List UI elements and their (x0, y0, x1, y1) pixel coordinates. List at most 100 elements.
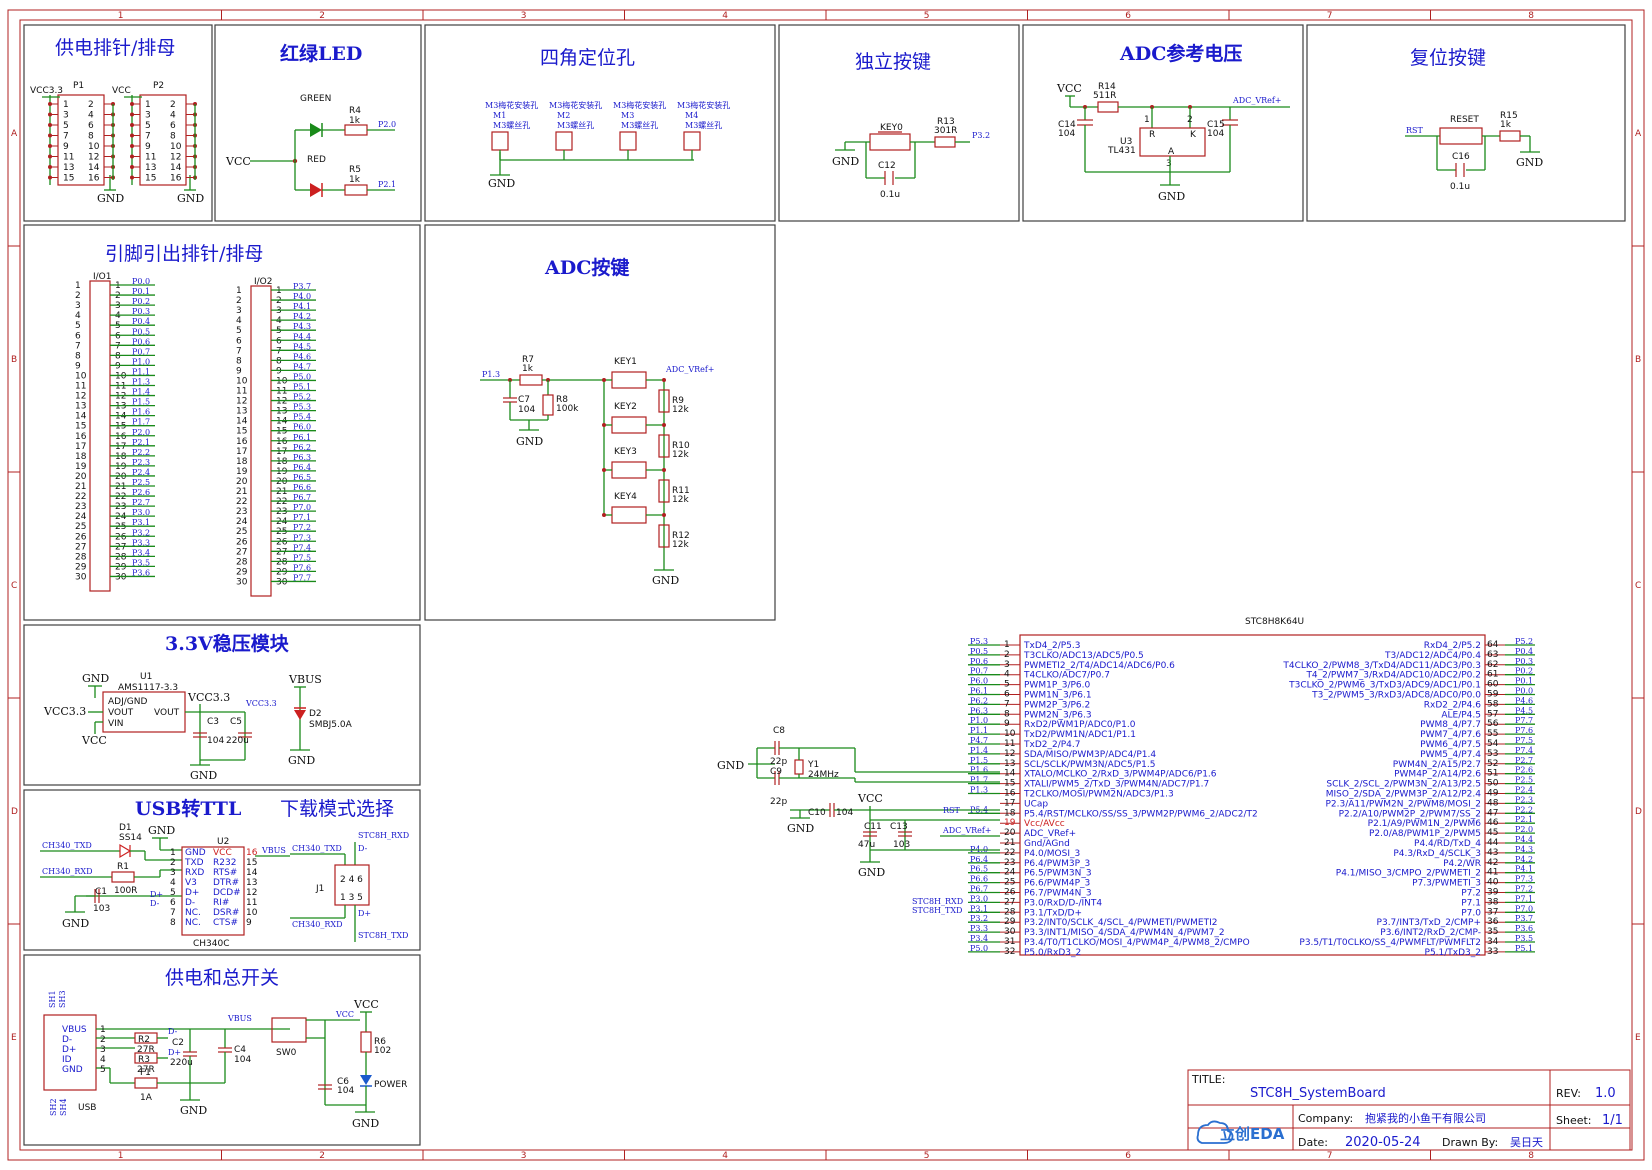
mcu-pin-label: P4.2/WR (1443, 859, 1481, 869)
adc-key-ref: KEY4 (614, 492, 637, 502)
ch340-pin-number: 7 (170, 908, 176, 918)
header-pin-number: 14 (170, 163, 182, 173)
pinout-net: P6.3 (293, 453, 311, 462)
y1-ref: Y1 (807, 760, 819, 770)
mcu-pin-number: 58 (1487, 699, 1499, 709)
net-p20: P2.0 (378, 120, 396, 129)
pinout-pin-number: 27 (75, 542, 86, 552)
ldo-vcc33: VCC3.3 (43, 705, 86, 718)
mcu-pin-number: 2 (1004, 650, 1010, 660)
ch340-pin-number: 13 (246, 878, 257, 888)
pinout-net: P2.5 (132, 478, 150, 487)
mcu-pin-number: 14 (1004, 769, 1016, 779)
c2-val: 220u (170, 1058, 193, 1068)
ch340-pin-number: 8 (170, 918, 176, 928)
pinout-net: P6.5 (293, 473, 311, 482)
u1-vin: VIN (108, 719, 124, 729)
mcu-pin-number: 51 (1487, 769, 1498, 779)
ldo-vcc: VCC (81, 734, 107, 747)
mcu-pin-number: 50 (1487, 779, 1499, 789)
block-holes (424, 24, 776, 222)
pinout-net: P6.2 (293, 443, 311, 452)
f1-ref: F1 (140, 1068, 151, 1078)
ch340-pin-label: NC. (185, 918, 201, 928)
mcu-pin-number: 10 (1004, 729, 1016, 739)
pinout-pin-number: 2 (75, 291, 81, 301)
pinout-net: P0.7 (132, 347, 150, 356)
pinout-net: P1.5 (132, 398, 150, 407)
mcu-pin-label: PWM4N_2/A15/P2.7 (1393, 760, 1481, 770)
pinout-net: P7.7 (293, 573, 311, 582)
pinout-pin-number: 7 (75, 341, 81, 351)
header-pin-number: 2 (88, 100, 94, 110)
mcu-name: STC8H8K64U (1245, 617, 1304, 627)
mcu-net-label: P6.6 (970, 875, 988, 884)
mcu-adc: ADC_VRef+ (942, 826, 992, 835)
ruler-row-right: A (1635, 129, 1642, 139)
mcu-pin-label: UCap (1024, 799, 1048, 809)
pinout-pin-number: 14 (75, 412, 87, 422)
power-gnd: GND (180, 1104, 207, 1117)
io1-ref: I/O1 (93, 272, 112, 282)
mcu-pin-label: TxD4_2/P5.3 (1023, 641, 1080, 651)
pinout-pin-number: 18 (75, 452, 87, 462)
pinout-pin-number: 20 (75, 472, 87, 482)
mcu-pin-number: 26 (1004, 888, 1016, 898)
mcu-pin-label: T4CLKO/ADC7/P0.7 (1023, 671, 1110, 681)
holes-gnd: GND (488, 177, 515, 190)
pinout-net: P7.2 (293, 523, 311, 532)
power-vcc: VCC (353, 998, 379, 1011)
tb-sheet: 1/1 (1602, 1113, 1623, 1128)
usb-pin-number: 5 (100, 1065, 106, 1075)
r13-val: 301R (934, 126, 957, 136)
adc-res-ref: R12 (672, 531, 690, 541)
mounting-hole-icon (619, 131, 637, 151)
mcu-pin-number: 34 (1487, 937, 1499, 947)
header-pin-number: 13 (145, 163, 156, 173)
usb-pin-label: D+ (62, 1045, 76, 1055)
mcu-net-label: P7.3 (1515, 875, 1533, 884)
mcu-pin-number: 3 (1004, 660, 1010, 670)
pinout-pin-number: 14 (236, 417, 248, 427)
mcu-pin-number: 48 (1487, 798, 1499, 808)
pinout-net: P4.3 (293, 322, 311, 331)
mcu-pin-label: TxD2_2/P4.7 (1023, 740, 1080, 750)
pinout-pin-number: 11 (75, 382, 86, 392)
ruler-col-top: 5 (924, 11, 930, 21)
pinout-pin-number: 27 (236, 547, 247, 557)
pinout-pin-number: 5 (276, 326, 282, 336)
c10-ref: C10 (808, 808, 826, 818)
header-pin-number: 13 (63, 163, 74, 173)
header-pin-number: 3 (145, 111, 151, 121)
mcu-gnd: GND (858, 866, 885, 879)
mcu-pin-number: 21 (1004, 838, 1015, 848)
mcu-pin-label: P3.0/RxD/D-/INT4 (1024, 898, 1102, 908)
pinout-pin-number: 11 (115, 382, 126, 392)
pinout-pin-number: 14 (115, 412, 127, 422)
pinout-net: P0.5 (132, 327, 150, 336)
net-p32: P3.2 (972, 131, 990, 140)
c8-val: 22p (770, 757, 787, 767)
tb-date: 2020-05-24 (1345, 1135, 1421, 1150)
mcu-pin-label: T3/ADC12/ADC4/P0.4 (1384, 651, 1481, 661)
ch340-pin-label: CTS# (213, 918, 238, 928)
header-pin-number: 15 (145, 174, 156, 184)
pinout-pin-number: 30 (276, 577, 288, 587)
pinout-pin-number: 6 (115, 331, 121, 341)
mcu-pin-number: 20 (1004, 828, 1016, 838)
pinout-net: P7.6 (293, 563, 311, 572)
ruler-col-bottom: 6 (1125, 1151, 1131, 1161)
usb-ttl-circuit: CH340_TXD D1 SS14 CH340_RXD R1 100R GND … (40, 823, 290, 949)
mcu-pin-label: SCLK_2/SCL_2/PWM3N_2/A13/P2.5 (1326, 780, 1481, 790)
mcu-pin-label: ALE/P4.5 (1441, 710, 1481, 720)
r7-val: 1k (522, 364, 534, 374)
header-pin-number: 8 (88, 132, 94, 142)
pinout-net: P5.1 (293, 383, 311, 392)
mcu-pin-label: P5.1/TxD3_2 (1425, 948, 1481, 958)
mcu-net-label: P5.0 (970, 944, 988, 953)
pinout-pin-number: 10 (75, 371, 87, 381)
mcu-pin-label: PWM1P_3/P6.0 (1024, 681, 1091, 691)
header-pin-number: 15 (63, 174, 74, 184)
ruler-col-bottom: 7 (1327, 1151, 1333, 1161)
io1-body (89, 280, 111, 592)
